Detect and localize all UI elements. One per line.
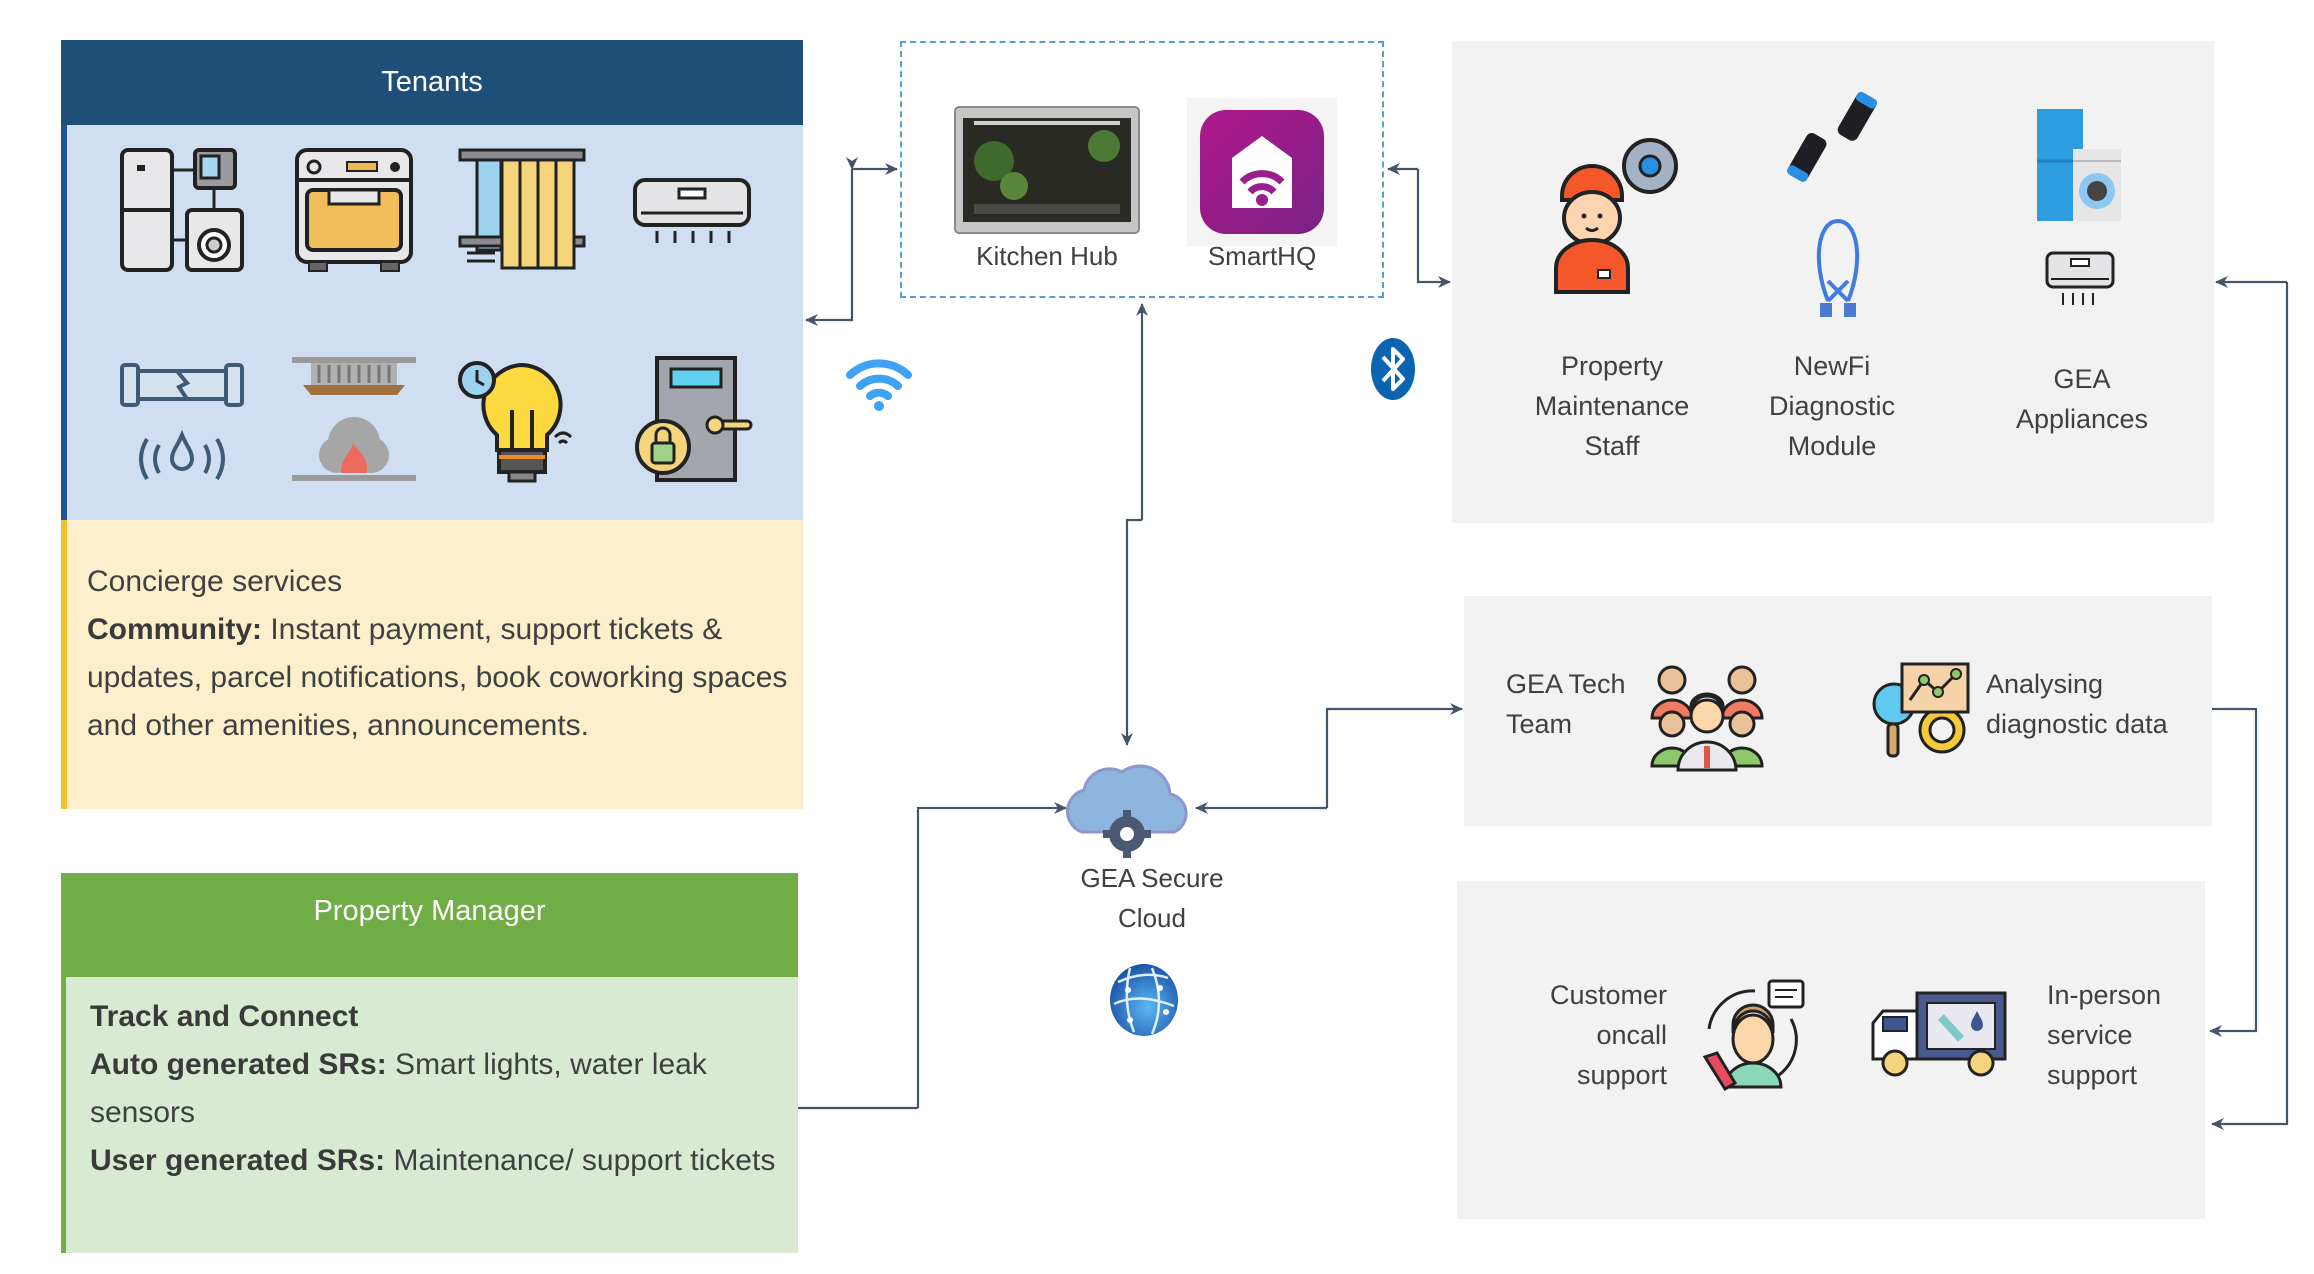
hub-group: Kitchen Hub SmartHQ — [900, 41, 1384, 298]
cloud-label: GEA Secure Cloud — [1052, 858, 1252, 938]
label-line: support — [1576, 1060, 1667, 1090]
secure-cloud-icon — [1065, 764, 1188, 858]
label-line: diagnostic data — [1986, 709, 2168, 739]
oven-icon — [295, 148, 413, 272]
concierge-services: Concierge services — [87, 565, 343, 598]
inperson-support-label: In-person service support — [2047, 975, 2207, 1095]
water-leak-icon — [120, 363, 244, 481]
label-line: service — [2047, 1020, 2133, 1050]
tenants-section: Tenants — [61, 40, 803, 809]
label-line: oncall — [1596, 1020, 1667, 1050]
label-line: Diagnostic — [1768, 391, 1896, 421]
label-line: Module — [1787, 431, 1877, 461]
label-line: GEA Tech — [1506, 669, 1626, 699]
analytics-icon — [1872, 662, 1970, 758]
support-panel: Customer oncall support In-person servic… — [1457, 881, 2205, 1219]
tenants-services: Concierge services Community: Instant pa… — [61, 520, 803, 809]
label-line: Property — [1560, 351, 1664, 381]
tenants-icon-grid — [61, 125, 803, 520]
community-services: Community: Instant payment, support tick… — [87, 606, 803, 750]
label-line: Staff — [1584, 431, 1640, 461]
label-line: Customer — [1549, 980, 1667, 1010]
service-truck-icon — [1871, 991, 2007, 1077]
smart-light-icon — [458, 361, 573, 483]
customer-support-icon — [1702, 979, 1805, 1092]
maintenance-staff-label: Property Maintenance Staff — [1512, 346, 1712, 466]
kitchen-hub-label: Kitchen Hub — [976, 241, 1118, 271]
user-srs-label: User generated SRs: — [90, 1144, 386, 1177]
auto-srs-label: Auto generated SRs: — [90, 1048, 387, 1081]
gea-ac-icon — [2045, 251, 2115, 305]
customer-support-label: Customer oncall support — [1497, 975, 1667, 1095]
tenants-header: Tenants — [61, 40, 803, 125]
property-manager-header: Property Manager — [61, 873, 798, 977]
gea-appliances-label: GEA Appliances — [1982, 359, 2182, 439]
auto-srs-text: Smart lights, water leak sensors — [90, 1048, 707, 1129]
wifi-icon — [846, 359, 912, 411]
globe-network-icon — [1110, 964, 1178, 1036]
connector-panel-mid-bot — [2208, 707, 2258, 1037]
label-line: In-person — [2047, 980, 2162, 1010]
connector-hub-panel-top — [1416, 169, 1451, 288]
smarthq-tile — [1187, 98, 1337, 246]
field-devices-panel: Property Maintenance Staff NewFi Diagnos… — [1452, 41, 2214, 523]
analysing-label: Analysing diagnostic data — [1986, 664, 2206, 744]
network-cable-icon — [1816, 218, 1860, 317]
property-manager-body: Track and Connect Auto generated SRs: Sm… — [61, 977, 798, 1253]
smarthq-icon — [1200, 110, 1324, 234]
cloud-label-line2: Cloud — [1118, 903, 1186, 933]
gea-appliances-icon — [2037, 109, 2121, 221]
smoke-detector-icon — [292, 357, 416, 481]
community-text: Instant payment, support tickets & updat… — [87, 613, 788, 742]
connector-panel-top-bot — [2211, 282, 2289, 1130]
connector-cloud-pm — [916, 802, 1067, 1108]
property-manager-section: Property Manager Track and Connect Auto … — [61, 873, 798, 1253]
label-line: Team — [1506, 709, 1573, 739]
label-line: support — [2047, 1060, 2138, 1090]
label-line: Appliances — [2015, 404, 2149, 434]
bluetooth-icon — [1371, 338, 1415, 400]
community-label: Community: — [87, 613, 262, 646]
track-and-connect: Track and Connect — [90, 1000, 359, 1033]
diagnostic-module-label: NewFi Diagnostic Module — [1732, 346, 1932, 466]
label-line: NewFi — [1793, 351, 1871, 381]
appliances-icon — [120, 148, 244, 272]
smart-curtain-icon — [458, 148, 586, 270]
label-line: GEA — [2053, 364, 2111, 394]
connector-cloud-panel-mid — [1325, 703, 1463, 808]
connector-hub-tenants — [805, 157, 858, 326]
label-line: Maintenance — [1534, 391, 1690, 421]
label-line: Analysing — [1986, 669, 2104, 699]
diagnostic-dongle-icon — [1787, 91, 1877, 182]
smart-lock-icon — [635, 356, 753, 482]
air-conditioner-icon — [633, 178, 751, 243]
kitchen-hub-icon — [954, 106, 1140, 234]
user-srs-text: Maintenance/ support tickets — [385, 1144, 776, 1177]
tech-team-panel: GEA Tech Team Analysing diagnostic data — [1464, 596, 2212, 826]
tech-team-icon — [1650, 665, 1764, 772]
cloud-label-line1: GEA Secure — [1080, 863, 1224, 893]
maintenance-staff-icon — [1554, 138, 1678, 294]
smarthq-label: SmartHQ — [1207, 241, 1317, 271]
tech-team-label: GEA Tech Team — [1506, 664, 1646, 744]
